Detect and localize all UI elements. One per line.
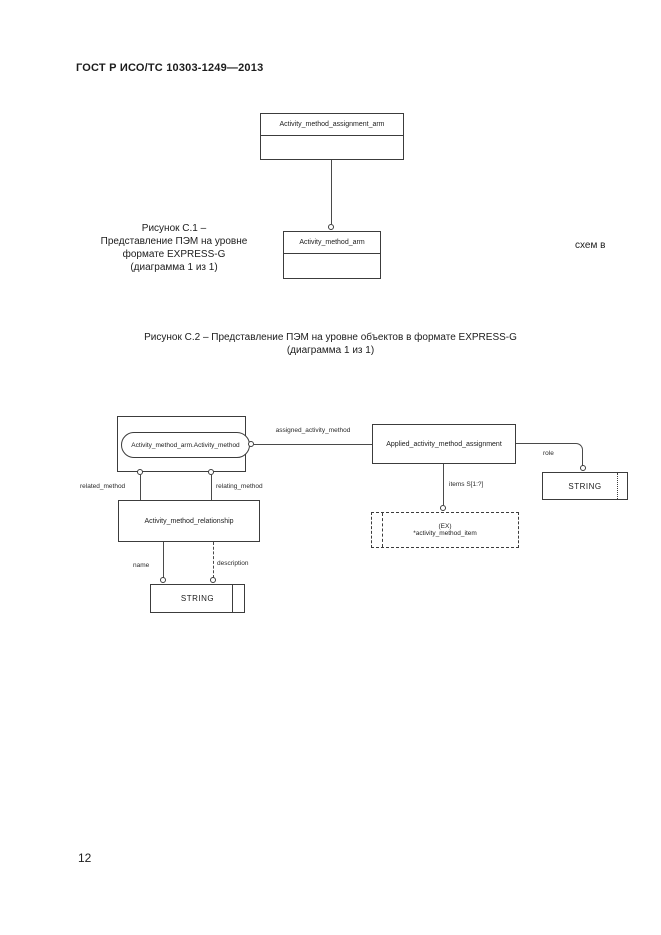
entity-box-title: Activity_method_arm: [284, 232, 380, 254]
entity-box-activity-method-relationship: Activity_method_relationship: [118, 500, 260, 542]
attr-label-assigned-activity-method: assigned_activity_method: [275, 427, 351, 434]
connector-line: [211, 475, 212, 500]
type-box-divider: [617, 473, 618, 499]
attr-label-items: items S[1:?]: [449, 481, 484, 488]
type-label: STRING: [180, 594, 215, 603]
caption-line: Рисунок С.1 –: [141, 223, 207, 234]
caption-line: формате EXPRESS-G: [122, 249, 226, 260]
entity-box-activity-method-assignment-arm: Activity_method_assignment_arm: [260, 113, 404, 160]
entity-box-title: Activity_method_assignment_arm: [261, 114, 403, 136]
caption-line: Рисунок С.2 – Представление ПЭМ на уровн…: [144, 332, 517, 343]
connector-line: [443, 464, 444, 505]
entity-box-applied-activity-method-assignment: Applied_activity_method_assignment: [372, 424, 516, 464]
connector-line: [516, 443, 583, 467]
select-box-divider: [382, 513, 383, 547]
figure-c1-caption-fragment: схем в: [575, 240, 606, 251]
connector-line: [140, 475, 141, 500]
type-label: STRING: [568, 481, 602, 491]
attr-label-description: description: [217, 560, 249, 567]
attr-label-name: name: [133, 562, 150, 569]
connector-line: [163, 542, 164, 578]
attr-label-relating-method: relating_method: [216, 483, 263, 490]
connector-circle: [160, 577, 166, 583]
entity-stadium-activity-method: Activity_method_arm.Activity_method: [121, 432, 250, 458]
select-box-activity-method-item: (EX) *activity_method_item: [371, 512, 519, 548]
caption-line: Представление ПЭМ на уровне: [100, 236, 248, 247]
page-header: ГОСТ Р ИСО/ТС 10303-1249—2013: [76, 62, 264, 74]
connector-circle: [208, 469, 214, 475]
select-box-line: (EX): [438, 523, 452, 530]
select-box-line: *activity_method_item: [413, 530, 477, 537]
connector-line: [213, 542, 214, 578]
connector-circle: [137, 469, 143, 475]
type-box-divider: [232, 585, 233, 612]
connector-circle: [440, 505, 446, 511]
caption-line: (диаграмма 1 из 1): [286, 345, 375, 356]
attr-label-role: role: [543, 450, 554, 457]
figure-c1-caption: Рисунок С.1 – Представление ПЭМ на уровн…: [73, 222, 275, 274]
caption-line: (диаграмма 1 из 1): [130, 262, 218, 273]
connector-circle: [328, 224, 334, 230]
page-number: 12: [78, 851, 92, 865]
attr-label-related-method: related_method: [80, 483, 126, 490]
type-box-string-name: STRING: [150, 584, 245, 613]
type-box-string-role: STRING: [542, 472, 628, 500]
connector-circle: [248, 441, 254, 447]
connector-circle: [580, 465, 586, 471]
figure-c2-caption: Рисунок С.2 – Представление ПЭМ на уровн…: [0, 331, 661, 357]
connector-line: [331, 160, 332, 224]
connector-circle: [210, 577, 216, 583]
entity-box-activity-method-arm: Activity_method_arm: [283, 231, 381, 279]
connector-line: [254, 444, 372, 445]
